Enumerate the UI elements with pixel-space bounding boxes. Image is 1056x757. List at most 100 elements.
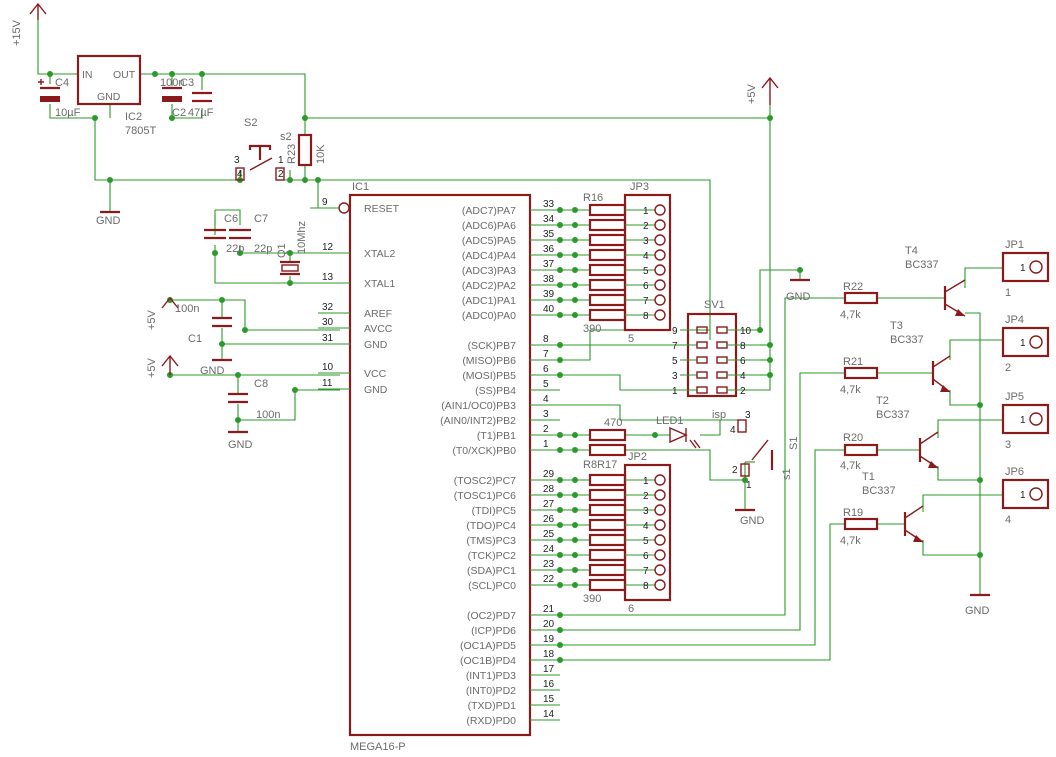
mcu-pin-34: 34(ADC6)PA6 bbox=[462, 214, 560, 232]
mcu-pin-name: (TOSC1)PC6 bbox=[454, 490, 516, 502]
mcu-pin-name: XTAL2 bbox=[364, 248, 395, 260]
mcu-pin-number: 5 bbox=[543, 379, 549, 390]
mcu-pin-number: 34 bbox=[543, 214, 555, 225]
sv1-name: SV1 bbox=[704, 299, 725, 311]
isp-header-sv1 bbox=[686, 312, 738, 398]
resistor-pb0 bbox=[588, 443, 627, 457]
mcu-pin-number: 14 bbox=[543, 709, 555, 720]
mcu-pin-name: (ICP)PD6 bbox=[471, 625, 516, 637]
t4-value: BC337 bbox=[905, 259, 939, 271]
switch-s2 bbox=[235, 144, 285, 181]
c6-value: 22p bbox=[226, 243, 244, 255]
isp-pin-number: 6 bbox=[740, 356, 746, 367]
mcu-pin-8: 8(SCK)PB7 bbox=[468, 334, 560, 352]
s1-pin4: 4 bbox=[730, 425, 736, 436]
header-jp3 bbox=[623, 193, 672, 332]
isp-pin bbox=[716, 356, 728, 364]
mcu-pin-37: 37(ADC3)PA3 bbox=[462, 259, 560, 277]
r20-value: 4,7k bbox=[840, 460, 861, 472]
t1-value: BC337 bbox=[862, 485, 896, 497]
switch-s1 bbox=[737, 419, 774, 477]
c4-name: C4 bbox=[55, 77, 69, 89]
header-pin bbox=[1029, 335, 1043, 349]
header-value: 1 bbox=[1005, 287, 1011, 299]
isp-pin bbox=[716, 371, 728, 379]
jp3-value: 5 bbox=[628, 333, 634, 345]
header-pin bbox=[654, 549, 666, 561]
isp-pin bbox=[716, 326, 728, 334]
jp3-name: JP3 bbox=[630, 181, 649, 193]
header-pin-number: 3 bbox=[643, 236, 649, 247]
capacitor-c4 bbox=[38, 79, 60, 102]
crystal-value: 10Mhz bbox=[296, 221, 308, 254]
mcu-pin-name: (TMS)PC3 bbox=[466, 535, 516, 547]
header-pin-number: 6 bbox=[643, 551, 649, 562]
resistor bbox=[588, 278, 627, 292]
resistor bbox=[588, 473, 627, 487]
mcu-pin-number: 36 bbox=[543, 244, 555, 255]
isp-pin bbox=[696, 326, 708, 334]
mcu-pin-number: 29 bbox=[543, 469, 555, 480]
port-a-res-value: 390 bbox=[583, 323, 601, 335]
sv1-value: isp bbox=[712, 409, 726, 421]
resistor-r20 bbox=[843, 443, 879, 457]
mcu-pin-number: 20 bbox=[543, 619, 555, 630]
mcu-pin-number: 3 bbox=[543, 409, 549, 420]
isp-pin-number: 9 bbox=[672, 326, 678, 337]
mcu-pin-36: 36(ADC4)PA4 bbox=[462, 244, 560, 262]
mcu-pin-number: 19 bbox=[543, 634, 555, 645]
mcu-pin-15: 15(TXD)PD1 bbox=[468, 694, 560, 712]
r16-label: R16 bbox=[583, 192, 603, 204]
t3-value: BC337 bbox=[890, 334, 924, 346]
header-pin-number: 1 bbox=[1020, 338, 1026, 349]
mcu-pin-29: 29(TOSC2)PC7 bbox=[454, 469, 560, 487]
mcu-pin-name: (ADC7)PA7 bbox=[462, 205, 516, 217]
header-pin bbox=[654, 474, 666, 486]
header-name: JP5 bbox=[1005, 391, 1024, 403]
regulator-in-label: IN bbox=[82, 69, 93, 81]
header-pin-number: 6 bbox=[643, 281, 649, 292]
mcu-pin-number: 28 bbox=[543, 484, 555, 495]
header-pin-number: 1 bbox=[1020, 415, 1026, 426]
mcu-pin-number: 9 bbox=[322, 197, 328, 208]
r22-name: R22 bbox=[843, 281, 863, 293]
capacitor-c7 bbox=[229, 228, 251, 240]
resistor-r19 bbox=[843, 517, 879, 531]
junctions bbox=[47, 71, 983, 663]
mcu-pin-27: 27(TDI)PC5 bbox=[472, 499, 560, 517]
header-pin bbox=[654, 279, 666, 291]
s2-pin2: 2 bbox=[278, 169, 284, 180]
capacitor-c6 bbox=[204, 228, 226, 240]
mcu-pin-name: (ADC2)PA2 bbox=[462, 280, 516, 292]
header-pin-number: 8 bbox=[643, 581, 649, 592]
c8-value: 100n bbox=[256, 409, 280, 421]
mcu-pin-number: 32 bbox=[322, 302, 334, 313]
header-pin-number: 1 bbox=[643, 206, 649, 217]
r19-value: 4,7k bbox=[840, 535, 861, 547]
v15-label: +15V bbox=[11, 19, 23, 46]
mcu-pin-22: 22(SCL)PC0 bbox=[468, 574, 560, 592]
crystal-name: Q1 bbox=[276, 243, 288, 258]
c4-value: 10µF bbox=[55, 107, 81, 119]
mcu-pin-20: 20 (ICP)PD6 bbox=[471, 619, 560, 637]
mcu-pin-17: 17(INT1)PD3 bbox=[466, 664, 560, 682]
mcu-pin-number: 40 bbox=[543, 304, 555, 315]
jp2-name: JP2 bbox=[628, 451, 647, 463]
header-pin bbox=[654, 519, 666, 531]
mcu-pin-6: 6(MOSI)PB5 bbox=[462, 364, 560, 382]
mcu-pin-number: 30 bbox=[322, 317, 334, 328]
resistor bbox=[588, 203, 627, 217]
mcu-pin-number: 31 bbox=[322, 333, 334, 344]
mcu-pin-name: (TDI)PC5 bbox=[472, 505, 516, 517]
isp-pin bbox=[696, 341, 708, 349]
mcu-pin-name: AREF bbox=[364, 308, 392, 320]
mcu-pin-name: (OC1A)PD5 bbox=[460, 640, 516, 652]
resistor-array-port-a bbox=[588, 203, 627, 322]
header-pin bbox=[1029, 487, 1043, 501]
isp-pin bbox=[716, 386, 728, 394]
